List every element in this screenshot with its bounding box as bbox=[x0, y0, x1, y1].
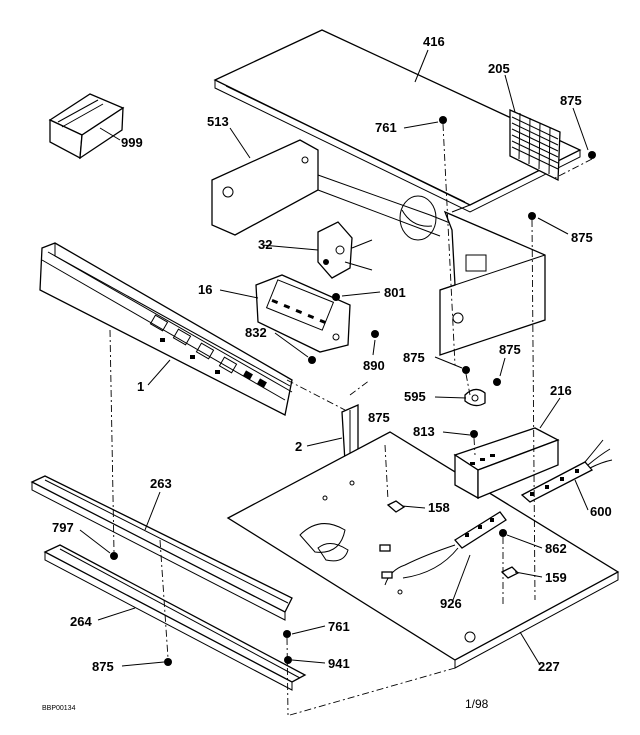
label-32: 32 bbox=[258, 237, 272, 252]
screw-832 bbox=[308, 356, 316, 364]
leader-lines bbox=[79, 49, 589, 667]
label-158: 158 bbox=[428, 500, 450, 515]
part-263-trim-strip bbox=[30, 475, 293, 621]
part-205-vent-grille bbox=[509, 109, 561, 182]
part-595-clip bbox=[464, 388, 486, 407]
label-813: 813 bbox=[413, 424, 435, 439]
label-761-top: 761 bbox=[375, 120, 397, 135]
part-right-side-enclosure bbox=[439, 204, 546, 356]
label-216: 216 bbox=[550, 383, 572, 398]
label-875-middle-right: 875 bbox=[499, 342, 521, 357]
part-999-box bbox=[48, 93, 125, 160]
label-513: 513 bbox=[207, 114, 229, 129]
screw-875-right bbox=[528, 212, 536, 220]
screw-890 bbox=[371, 330, 379, 338]
label-999: 999 bbox=[121, 135, 143, 150]
label-875-bottom: 875 bbox=[92, 659, 114, 674]
screw-801 bbox=[332, 293, 340, 301]
label-875-right: 875 bbox=[571, 230, 593, 245]
label-264: 264 bbox=[70, 614, 92, 629]
label-205: 205 bbox=[488, 61, 510, 76]
part-216-terminal-block bbox=[453, 427, 560, 500]
label-875-center: 875 bbox=[368, 410, 390, 425]
part-158-clip bbox=[386, 500, 406, 513]
label-941: 941 bbox=[328, 656, 350, 671]
label-832: 832 bbox=[245, 325, 267, 340]
label-761-bottom: 761 bbox=[328, 619, 350, 634]
screw-875-top-right bbox=[588, 151, 596, 159]
label-890: 890 bbox=[363, 358, 385, 373]
part-926-terminal-strip bbox=[379, 511, 507, 586]
label-926: 926 bbox=[440, 596, 462, 611]
screw-875-middle-right bbox=[493, 378, 501, 386]
part-16-control-board bbox=[255, 274, 351, 353]
label-227: 227 bbox=[538, 659, 560, 674]
label-2: 2 bbox=[295, 439, 302, 454]
revision-date: 1/98 bbox=[465, 697, 489, 711]
part-blower-wheel bbox=[399, 195, 437, 241]
alignment-lines bbox=[109, 123, 593, 716]
part-513-side-panel bbox=[211, 139, 456, 237]
label-797: 797 bbox=[52, 520, 74, 535]
label-159: 159 bbox=[545, 570, 567, 585]
screw-875-bottom bbox=[164, 658, 172, 666]
screw-797 bbox=[110, 552, 118, 560]
part-416-top-cover bbox=[213, 29, 582, 213]
label-1: 1 bbox=[137, 379, 144, 394]
part-labels: 416 205 875 761 513 999 875 32 16 801 83… bbox=[52, 34, 612, 674]
label-801: 801 bbox=[384, 285, 406, 300]
screw-761-top bbox=[439, 116, 447, 124]
screw-875-middle bbox=[462, 366, 470, 374]
label-862: 862 bbox=[545, 541, 567, 556]
part-264-trim-strip bbox=[43, 544, 307, 691]
part-32-bracket bbox=[317, 221, 373, 279]
part-base-plate bbox=[226, 431, 620, 669]
label-875-middle: 875 bbox=[403, 350, 425, 365]
screw-761-bottom bbox=[283, 630, 291, 638]
label-16: 16 bbox=[198, 282, 212, 297]
part-600-wire-harness bbox=[520, 439, 613, 503]
label-875-top: 875 bbox=[560, 93, 582, 108]
label-416: 416 bbox=[423, 34, 445, 49]
screw-941 bbox=[284, 656, 292, 664]
label-600: 600 bbox=[590, 504, 612, 519]
screw-813 bbox=[470, 430, 478, 438]
label-263: 263 bbox=[150, 476, 172, 491]
part-1-front-control-panel bbox=[39, 242, 293, 416]
label-595: 595 bbox=[404, 389, 426, 404]
screw-862 bbox=[499, 529, 507, 537]
drawing-code: BBP00134 bbox=[42, 705, 76, 712]
